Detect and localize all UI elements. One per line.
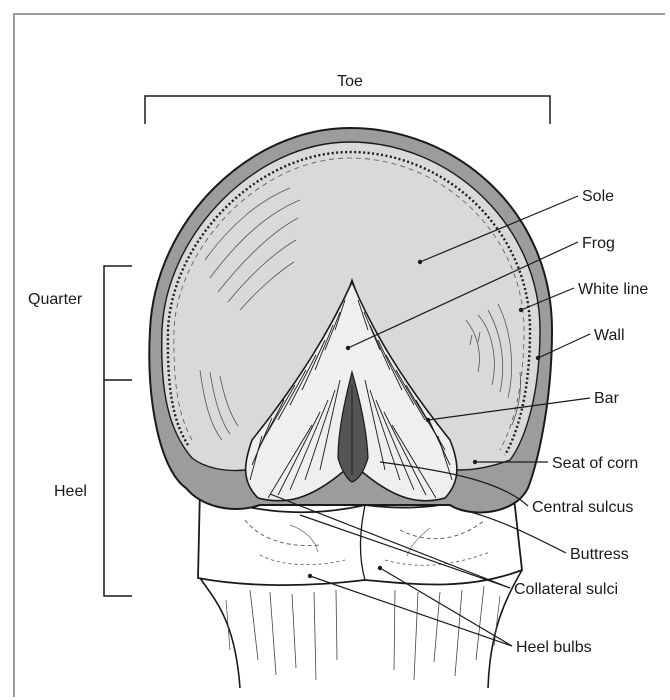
- label-frog: Frog: [582, 235, 615, 252]
- label-buttress: Buttress: [570, 546, 629, 563]
- toe-bracket: [145, 96, 550, 124]
- label-wall: Wall: [594, 327, 625, 344]
- label-collateral-sulci: Collateral sulci: [514, 581, 618, 598]
- label-seat-of-corn: Seat of corn: [552, 455, 638, 472]
- label-white-line: White line: [578, 281, 648, 298]
- label-heel-bulbs: Heel bulbs: [516, 639, 592, 656]
- label-quarter: Quarter: [28, 291, 83, 308]
- side-brackets: [104, 266, 132, 596]
- label-sole: Sole: [582, 188, 614, 205]
- label-toe: Toe: [337, 73, 363, 90]
- pastern-hair: [200, 570, 522, 688]
- label-heel: Heel: [54, 483, 87, 500]
- label-central-sulcus: Central sulcus: [532, 499, 633, 516]
- label-bar: Bar: [594, 390, 620, 407]
